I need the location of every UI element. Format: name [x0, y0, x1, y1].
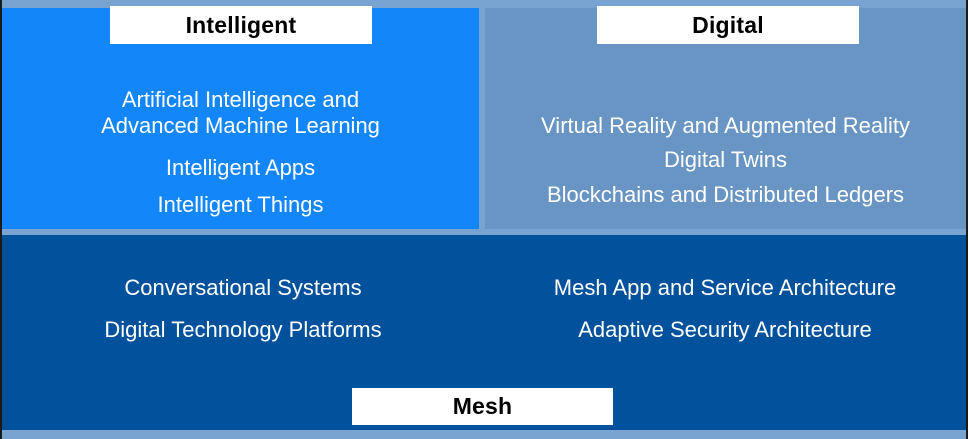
- mesh-right-column: Mesh App and Service Architecture Adapti…: [484, 235, 966, 430]
- trend-item-conversational-systems: Conversational Systems: [124, 275, 362, 300]
- digital-panel-label-text: Digital: [692, 11, 764, 38]
- digital-panel-label: Digital: [597, 6, 859, 44]
- intelligent-panel: Intelligent Artificial Intelligence and …: [2, 6, 479, 229]
- mesh-left-column: Conversational Systems Digital Technolog…: [2, 235, 484, 430]
- trend-item-blockchains: Blockchains and Distributed Ledgers: [546, 182, 905, 207]
- trend-item-vr-ar: Virtual Reality and Augmented Reality: [541, 113, 910, 138]
- mesh-panel-label: Mesh: [352, 388, 613, 425]
- intelligent-panel-label-text: Intelligent: [185, 11, 297, 38]
- intelligent-panel-label: Intelligent: [110, 6, 372, 44]
- mesh-panel-label-text: Mesh: [452, 393, 513, 419]
- trend-item-mesh-app-service-architecture: Mesh App and Service Architecture: [553, 275, 897, 300]
- trend-item-digital-technology-platforms: Digital Technology Platforms: [104, 317, 382, 342]
- trend-item-digital-twins: Digital Twins: [663, 147, 788, 172]
- trend-item-intelligent-apps: Intelligent Apps: [165, 155, 316, 180]
- mesh-panel: Conversational Systems Digital Technolog…: [2, 235, 966, 430]
- digital-panel: Digital Virtual Reality and Augmented Re…: [485, 6, 966, 229]
- trend-item-ai-machine-learning: Artificial Intelligence and Advanced Mac…: [101, 87, 380, 138]
- trend-item-adaptive-security-architecture: Adaptive Security Architecture: [578, 317, 872, 342]
- trend-item-intelligent-things: Intelligent Things: [157, 192, 324, 217]
